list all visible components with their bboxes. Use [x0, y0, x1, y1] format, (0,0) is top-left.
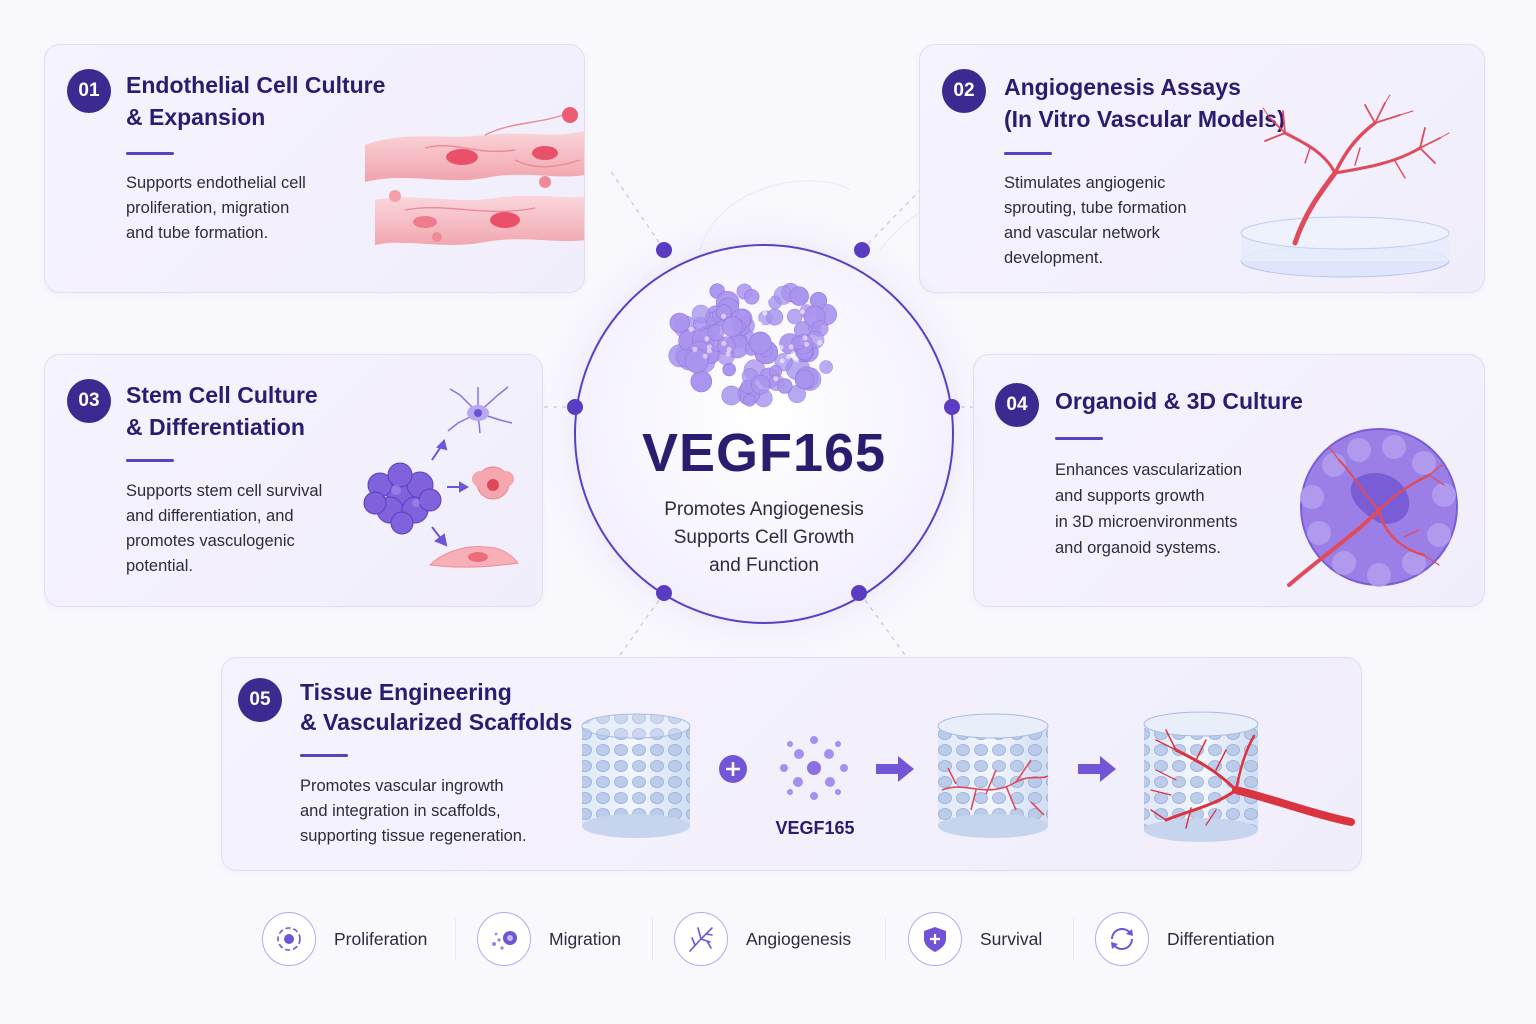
- proliferation-icon: [262, 912, 316, 966]
- title-underline: [126, 152, 174, 155]
- card-angiogenesis-assays: 02 Angiogenesis Assays (In Vitro Vascula…: [919, 44, 1485, 293]
- card-title: Stem Cell Culture & Differentiation: [126, 382, 318, 440]
- stem-cell-differentiation-illustration: [363, 386, 519, 568]
- legend-divider: [652, 918, 653, 960]
- vascular-network-dish-illustration: [1240, 94, 1450, 278]
- legend-label: Migration: [549, 928, 621, 949]
- card-number-badge: 05: [238, 678, 282, 722]
- scaffold-sequence-illustration: [581, 711, 1355, 842]
- hub-connector-dot: [854, 242, 870, 258]
- card-title: Tissue Engineering & Vascularized Scaffo…: [300, 679, 573, 735]
- scaffold-plain: [581, 713, 691, 838]
- legend-angiogenesis: Angiogenesis: [674, 912, 851, 966]
- legend-label: Survival: [980, 928, 1043, 949]
- card-endothelial-culture: 01 Endothelial Cell Culture & Expansion …: [44, 44, 585, 293]
- endothelial-cells-illustration: [365, 107, 584, 245]
- center-subtitle: Promotes Angiogenesis Supports Cell Grow…: [664, 499, 864, 576]
- card-description: Promotes vascular ingrowth and integrati…: [300, 777, 527, 845]
- legend-survival: Survival: [908, 912, 1042, 966]
- card-stem-cell-culture: 03 Stem Cell Culture & Differentiation S…: [44, 354, 543, 607]
- legend-label: Angiogenesis: [746, 928, 852, 949]
- card-description: Enhances vascularization and supports gr…: [1055, 461, 1243, 557]
- scaffold-vascularized: [1143, 711, 1355, 842]
- card-title: Endothelial Cell Culture & Expansion: [126, 72, 386, 130]
- legend-divider: [885, 918, 886, 960]
- card-number-badge: 02: [942, 69, 986, 113]
- vegf165-center-hub: VEGF165 Promotes Angiogenesis Supports C…: [574, 244, 954, 624]
- legend-migration: Migration: [477, 912, 621, 966]
- vegf165-protein-icon: [668, 282, 837, 408]
- card-title: Angiogenesis Assays (In Vitro Vascular M…: [1004, 74, 1285, 132]
- card-number-badge: 01: [67, 69, 111, 113]
- legend-differentiation: Differentiation: [1095, 912, 1275, 966]
- scaffold-with-vessels: [937, 713, 1049, 838]
- hub-connector-dot: [851, 585, 867, 601]
- hub-connector-dot: [656, 585, 672, 601]
- title-underline: [1004, 152, 1052, 155]
- title-underline: [1055, 437, 1103, 440]
- center-title: VEGF165: [641, 423, 887, 483]
- differentiation-cycle-icon: [1095, 912, 1149, 966]
- card-description: Supports endothelial cell proliferation,…: [126, 174, 306, 242]
- vegf165-particles-label: VEGF165: [775, 818, 855, 838]
- legend-label: Proliferation: [334, 928, 428, 949]
- migration-icon: [477, 912, 531, 966]
- card-organoid-3d-culture: 04 Organoid & 3D Culture Enhances vascul…: [973, 354, 1485, 607]
- card-title: Organoid & 3D Culture: [1055, 388, 1303, 414]
- vascularized-organoid-illustration: [1287, 428, 1458, 587]
- hub-connector-dot: [567, 399, 583, 415]
- hub-connector-dot: [656, 242, 672, 258]
- legend-proliferation: Proliferation: [262, 912, 427, 966]
- hub-connector-dot: [944, 399, 960, 415]
- survival-shield-icon: [908, 912, 962, 966]
- legend-label: Differentiation: [1167, 928, 1275, 949]
- card-number-badge: 04: [995, 383, 1039, 427]
- legend-divider: [1073, 918, 1074, 960]
- card-number-badge: 03: [67, 379, 111, 423]
- title-underline: [126, 459, 174, 462]
- angiogenesis-icon: [674, 912, 728, 966]
- legend-divider: [455, 918, 456, 960]
- card-description: Supports stem cell survival and differen…: [126, 482, 323, 575]
- title-underline: [300, 754, 348, 757]
- card-description: Stimulates angiogenic sprouting, tube fo…: [1004, 174, 1187, 267]
